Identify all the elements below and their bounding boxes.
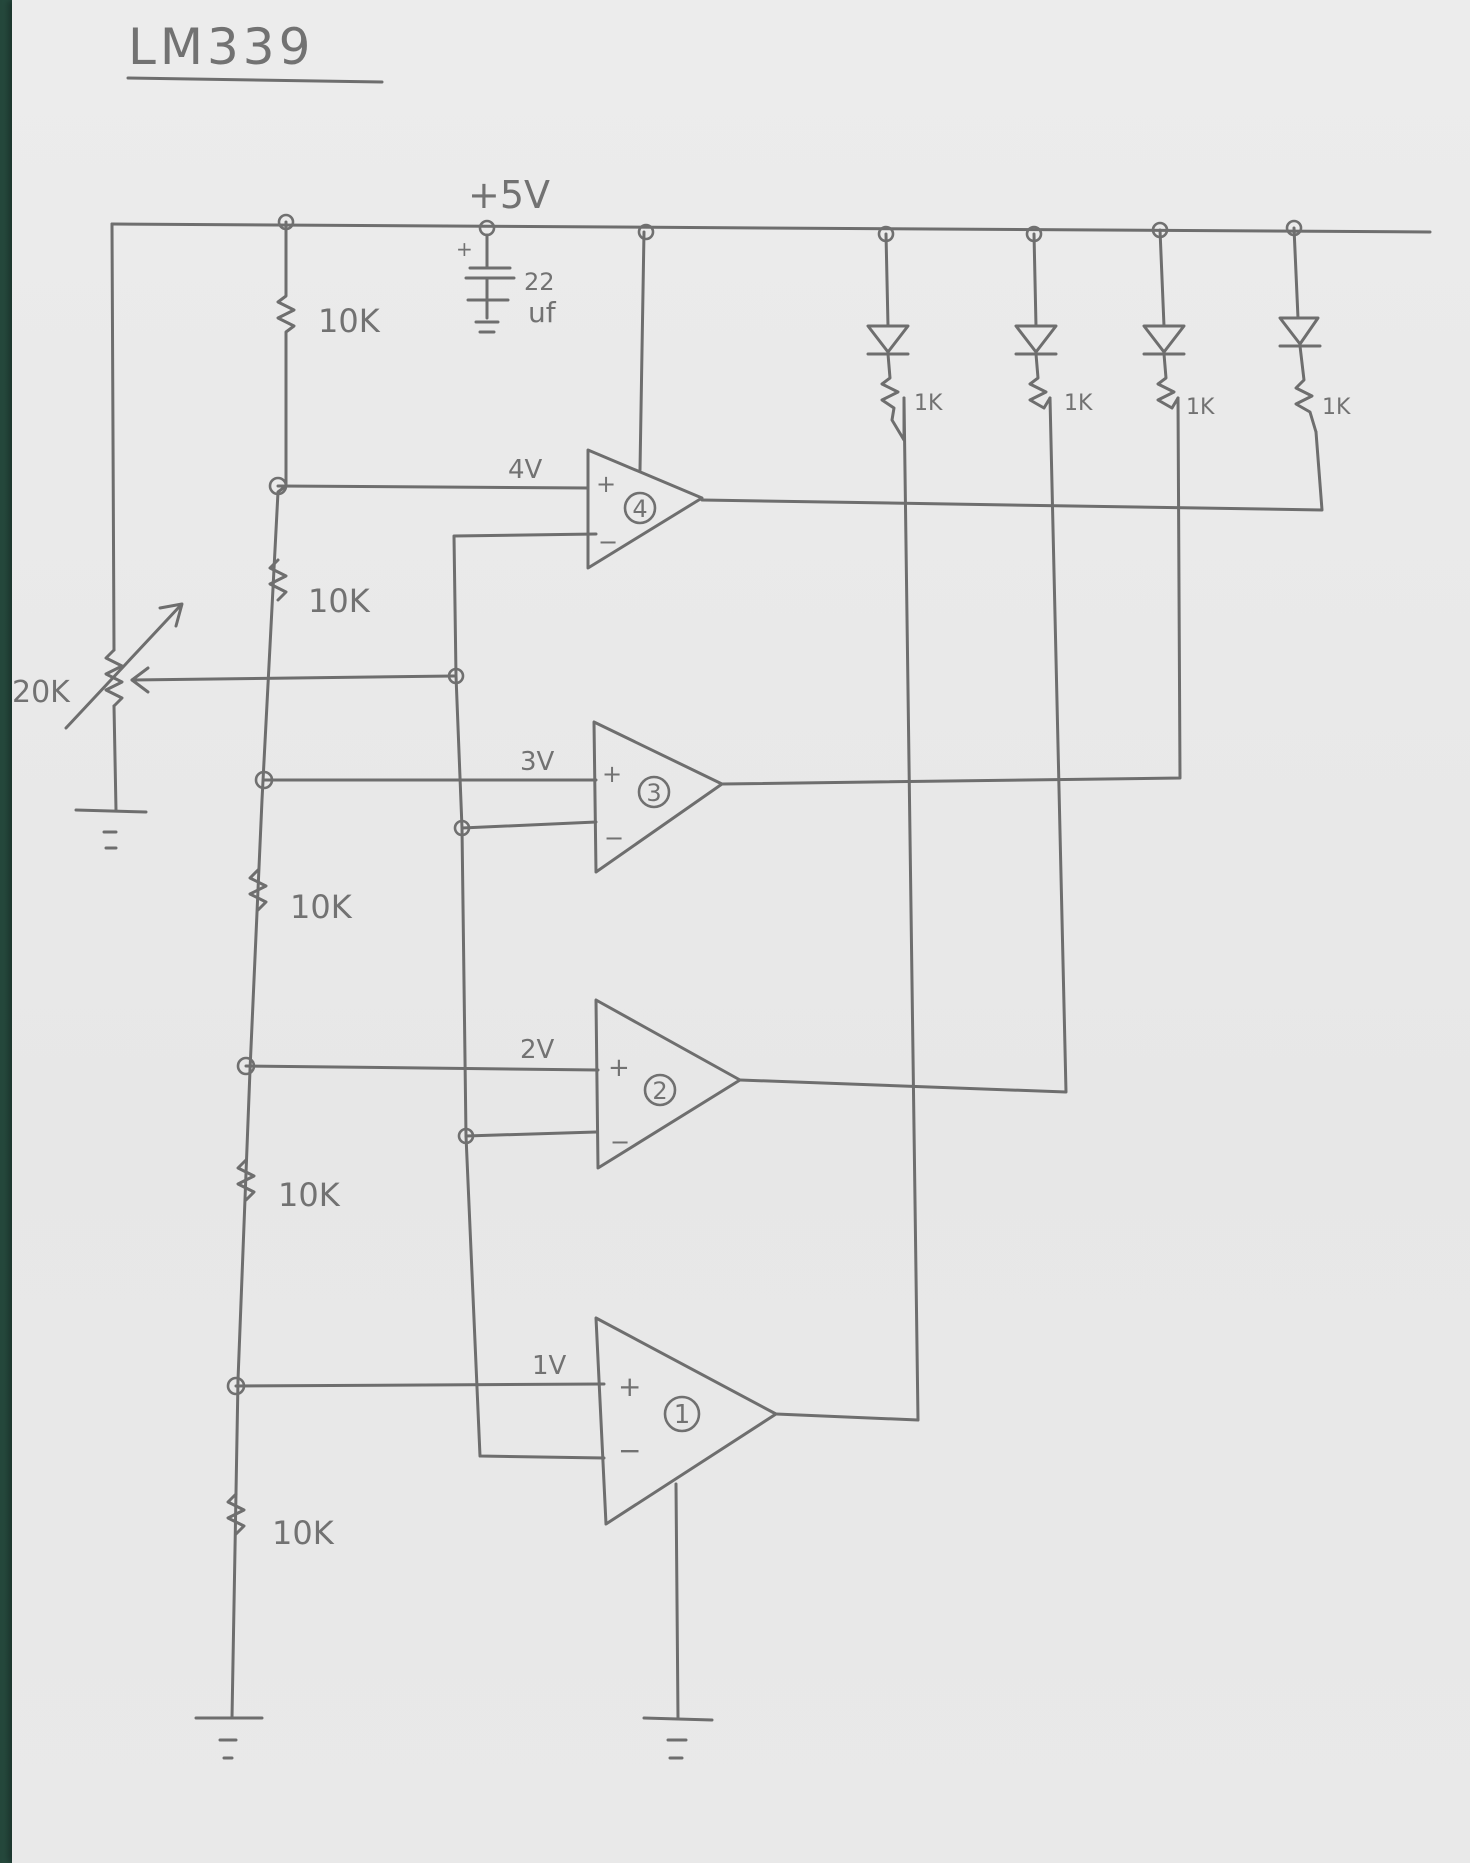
led-1-resistor-label: 1K: [914, 391, 943, 416]
cap-value-label: 22: [524, 268, 555, 296]
pot-wiper-wire: [130, 674, 456, 682]
pot-wiper-arrow: [130, 666, 150, 694]
comparator-2-number-circle: [643, 1073, 677, 1107]
led-2-anode-wire: [1032, 232, 1038, 328]
pot-top-wire: [110, 222, 116, 652]
comparator-2-plus-wire: [244, 1064, 600, 1072]
pot-adjust-arrowhead: [158, 602, 184, 628]
divider-resistor-symbol: [236, 1158, 256, 1202]
comparator-ground-symbol: [642, 1716, 714, 1760]
comp2-minus-wire: [464, 1130, 598, 1138]
supply-rail: +5V: [110, 173, 1432, 243]
comparator-4: + − 4 4V: [276, 230, 1324, 570]
comparator-3-number-circle: [637, 775, 671, 809]
divider-resistor-symbol: [248, 868, 268, 912]
comparator-3-number: 3: [646, 779, 661, 807]
led-2-resistor-symbol: [1028, 352, 1052, 410]
pot-bottom-wire: [112, 704, 118, 812]
led-4-diode-symbol: [1278, 316, 1322, 348]
comparator-4-triangle: [586, 448, 704, 570]
comparator-4-number-circle: [623, 491, 657, 525]
comparator-4-output-wire: [700, 430, 1324, 512]
divider-resistor-label: 10K: [318, 302, 381, 340]
comparator-1-ground-wire: [674, 1482, 680, 1720]
comparator-3-triangle: [592, 720, 724, 874]
comparator-2-ref-voltage: 2V: [520, 1035, 555, 1065]
led-3-resistor-label: 1K: [1186, 395, 1215, 420]
comparator-1-number: 1: [674, 1400, 691, 1430]
supply-voltage-label: +5V: [468, 173, 550, 217]
divider-resistor-symbol: [268, 558, 288, 602]
divider-resistor-label: 10K: [272, 1514, 335, 1552]
divider-resistor-label: 10K: [278, 1176, 341, 1214]
comparator-4-ref-voltage: 4V: [508, 455, 543, 485]
led-2-diode-symbol: [1014, 324, 1058, 356]
sense-bus-wire: [452, 532, 606, 1460]
divider-main-wire: [230, 220, 296, 1720]
sense-bus: [452, 532, 606, 1460]
led-1-diode-symbol: [866, 324, 910, 356]
comparator-3: + − 3 3V: [262, 396, 1182, 874]
divider-resistor-symbol: [226, 1492, 246, 1536]
comparator-2-number: 2: [652, 1077, 667, 1105]
title-block: LM339: [126, 18, 384, 84]
rail-node: [637, 223, 655, 241]
cap-plate-top: [464, 266, 516, 280]
comparator-1-triangle: [594, 1316, 778, 1526]
comparator-2-plus-pin: +: [608, 1053, 630, 1083]
potentiometer: 20K: [12, 222, 465, 850]
decoupling-capacitor: + 22 uf: [456, 233, 557, 334]
led-3-diode-symbol: [1142, 324, 1186, 356]
led-1-resistor-symbol: [880, 352, 906, 442]
comparator-1-plus-wire: [234, 1382, 606, 1388]
led-4-resistor-symbol: [1294, 344, 1318, 434]
led-column-3: 1K: [1142, 228, 1215, 420]
led-column-4: 1K: [1278, 226, 1351, 434]
comparator-2-minus-pin: −: [610, 1128, 630, 1156]
divider-resistor-label: 10K: [290, 888, 353, 926]
comparator-4-number: 4: [632, 495, 647, 523]
led-4-anode-wire: [1292, 226, 1300, 320]
cap-unit-label: uf: [528, 296, 557, 329]
schematic-title: LM339: [128, 18, 314, 76]
comparator-1-ref-voltage: 1V: [532, 1351, 567, 1381]
comparator-3-output-wire: [720, 396, 1182, 786]
comparator-3-minus-pin: −: [604, 824, 624, 852]
plus5v-rail-wire: [110, 222, 1432, 234]
pot-adjust-arrow: [64, 604, 182, 730]
led-column-1: 1K: [866, 232, 943, 442]
cap-ground-symbol: [474, 298, 500, 334]
reference-divider: 10K 10K 10K 10K 10K: [194, 220, 381, 1760]
divider-resistor-label: 10K: [308, 582, 371, 620]
comparator-3-ref-voltage: 3V: [520, 747, 555, 777]
comparator-1-minus-pin: −: [618, 1434, 641, 1467]
led-1-anode-wire: [884, 232, 890, 328]
led-3-anode-wire: [1158, 228, 1166, 328]
comparator-1-output-wire: [774, 396, 920, 1422]
comparator-1-plus-pin: +: [618, 1370, 641, 1403]
comparator-4-plus-wire: [276, 484, 590, 490]
comp3-minus-wire: [460, 820, 598, 830]
title-underline: [126, 76, 384, 84]
comparator-4-plus-pin: +: [596, 470, 616, 498]
pot-label: 20K: [12, 675, 71, 710]
comparator-4-vcc-wire: [638, 230, 646, 472]
comparator-1: + − 1 1V: [234, 396, 920, 1760]
comparator-2: + − 2 2V: [244, 396, 1068, 1170]
rail-node: [478, 219, 496, 237]
divider-ground-symbol: [194, 1716, 264, 1760]
comparator-2-output-wire: [738, 396, 1068, 1094]
led-4-resistor-label: 1K: [1322, 395, 1351, 420]
pot-ground-symbol: [74, 808, 148, 850]
cap-polarity-plus: +: [456, 237, 473, 261]
led-2-resistor-label: 1K: [1064, 391, 1093, 416]
comparator-1-number-circle: [663, 1395, 701, 1433]
comparator-3-plus-pin: +: [602, 760, 622, 788]
comparator-2-triangle: [594, 998, 742, 1170]
comparator-4-minus-pin: −: [598, 528, 618, 556]
led-3-resistor-symbol: [1156, 352, 1180, 410]
led-column-2: 1K: [1014, 232, 1093, 416]
